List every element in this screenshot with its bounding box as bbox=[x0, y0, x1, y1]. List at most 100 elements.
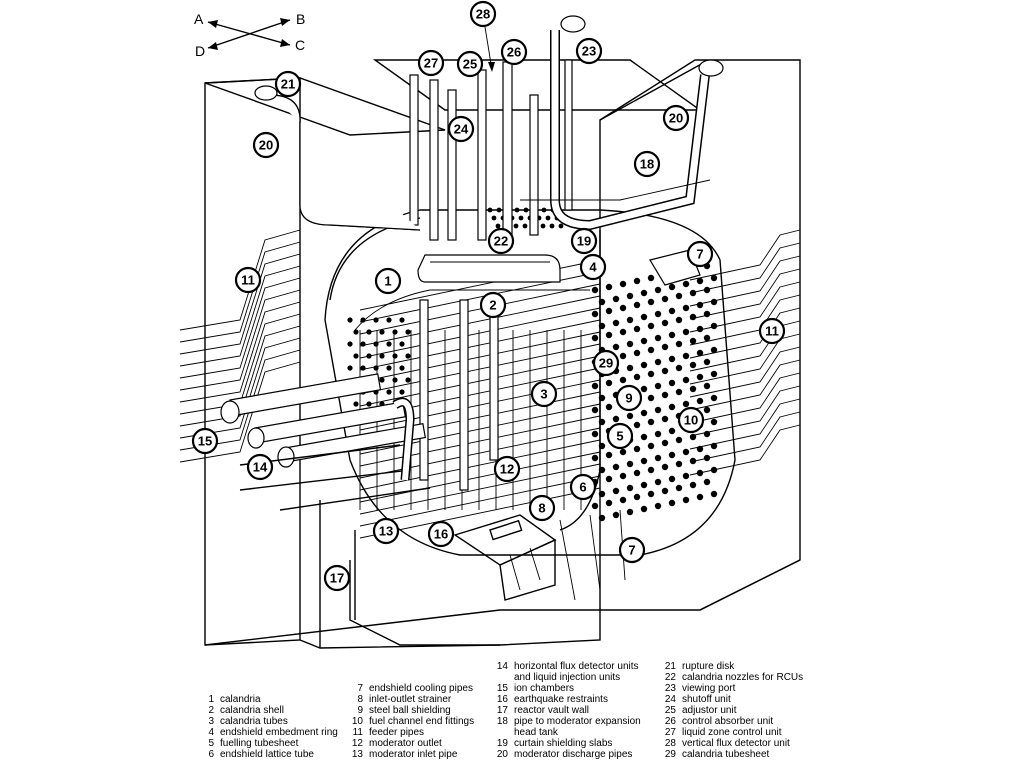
callout-19: 19 bbox=[570, 227, 598, 255]
tubesheet-hole bbox=[640, 433, 648, 441]
svg-text:2: 2 bbox=[489, 298, 496, 313]
tubesheet-hole bbox=[633, 469, 641, 477]
feeder-pipe-right bbox=[689, 294, 801, 346]
tubesheet-hole bbox=[710, 490, 718, 498]
callout-12: 12 bbox=[493, 455, 521, 483]
tubesheet-hole bbox=[710, 418, 718, 426]
tubesheet-hole bbox=[347, 317, 353, 323]
tubesheet-hole bbox=[668, 379, 676, 387]
moderator-discharge-pipes bbox=[254, 15, 724, 231]
feeder-pipe-right bbox=[689, 346, 801, 398]
orientation-compass: A B C D bbox=[194, 11, 305, 59]
tubesheet-hole bbox=[598, 394, 606, 402]
svg-text:1: 1 bbox=[384, 274, 391, 289]
callout-23: 23 bbox=[575, 37, 603, 65]
callout-7-bottom: 7 bbox=[618, 536, 646, 564]
tubesheet-hole bbox=[661, 439, 669, 447]
svg-text:22: 22 bbox=[494, 234, 508, 249]
tubesheet-hole bbox=[619, 304, 627, 312]
tubesheet-hole bbox=[647, 322, 655, 330]
tubesheet-hole bbox=[373, 341, 379, 347]
callout-6: 6 bbox=[569, 473, 597, 501]
tubesheet-hole bbox=[703, 382, 711, 390]
deck-hole bbox=[491, 215, 497, 221]
callout-21: 21 bbox=[274, 70, 302, 98]
tubesheet-hole bbox=[689, 361, 697, 369]
tubesheet-hole bbox=[399, 317, 405, 323]
callout-11-right: 11 bbox=[758, 317, 786, 345]
callout-layer: 1 2 3 4 5 6 7 7 8 9 10 11 11 12 13 14 15… bbox=[191, 0, 786, 592]
svg-text:27: 27 bbox=[424, 56, 438, 71]
callout-15: 15 bbox=[191, 427, 219, 455]
feeder-pipe-right bbox=[689, 242, 801, 294]
tubesheet-hole bbox=[640, 313, 648, 321]
tubesheet-hole bbox=[379, 329, 385, 335]
tubesheet-hole bbox=[591, 454, 599, 462]
callout-16: 16 bbox=[427, 520, 455, 548]
calandria-tube bbox=[359, 427, 601, 479]
tubesheet-hole bbox=[392, 377, 398, 383]
orientation-label-c: C bbox=[295, 37, 305, 53]
tubesheet-hole bbox=[633, 349, 641, 357]
tubesheet-hole bbox=[591, 286, 599, 294]
tubesheet-hole bbox=[347, 341, 353, 347]
tubesheet-hole bbox=[605, 307, 613, 315]
tubesheet-hole bbox=[689, 337, 697, 345]
ion-chambers bbox=[220, 373, 426, 468]
deck-hole bbox=[495, 223, 501, 229]
tubesheet-hole bbox=[386, 389, 392, 395]
callout-17: 17 bbox=[323, 564, 351, 592]
tubesheet-hole bbox=[661, 295, 669, 303]
orientation-label-d: D bbox=[195, 43, 205, 59]
tubesheet-hole bbox=[696, 373, 704, 381]
svg-text:19: 19 bbox=[577, 234, 591, 249]
endshield-cooling-pipes bbox=[559, 249, 701, 601]
tubesheet-hole bbox=[626, 340, 634, 348]
tubesheet-hole bbox=[689, 481, 697, 489]
tubesheet-hole bbox=[703, 406, 711, 414]
svg-text:13: 13 bbox=[379, 524, 393, 539]
tubesheet-hole bbox=[661, 319, 669, 327]
tubesheet-hole bbox=[598, 322, 606, 330]
feeder-pipe-right bbox=[689, 372, 801, 424]
tubesheet-hole bbox=[682, 304, 690, 312]
tubesheet-hole bbox=[640, 505, 648, 513]
tubesheet-hole bbox=[668, 331, 676, 339]
tubesheet-hole bbox=[682, 448, 690, 456]
tubesheet-hole bbox=[405, 377, 411, 383]
svg-text:8: 8 bbox=[538, 501, 545, 516]
svg-text:16: 16 bbox=[434, 527, 448, 542]
callout-2: 2 bbox=[479, 291, 507, 319]
tubesheet-hole bbox=[696, 493, 704, 501]
tubesheet-hole bbox=[661, 343, 669, 351]
tubesheet-hole bbox=[661, 463, 669, 471]
deck-hole bbox=[523, 207, 529, 213]
tubesheet-hole bbox=[710, 394, 718, 402]
tubesheet-hole bbox=[696, 277, 704, 285]
tubesheet-hole bbox=[675, 316, 683, 324]
callout-18: 18 bbox=[633, 150, 661, 178]
feeder-pipe-left bbox=[179, 277, 301, 379]
calandria-tube bbox=[359, 343, 601, 395]
tubesheet-hole bbox=[633, 277, 641, 285]
tubesheet-hole bbox=[647, 370, 655, 378]
tubesheet-hole bbox=[654, 286, 662, 294]
tubesheet-hole bbox=[654, 382, 662, 390]
tubesheet-hole bbox=[689, 385, 697, 393]
tubesheet-hole bbox=[626, 364, 634, 372]
callout-10: 10 bbox=[677, 406, 705, 434]
calandria-tube bbox=[359, 319, 601, 371]
calandria-tube bbox=[359, 415, 601, 467]
tubesheet-hole bbox=[605, 499, 613, 507]
tubesheet-hole bbox=[612, 463, 620, 471]
calandria-tube bbox=[359, 379, 601, 431]
tubesheet-hole bbox=[360, 365, 366, 371]
tubesheet-hole bbox=[640, 337, 648, 345]
tubesheet-hole bbox=[703, 334, 711, 342]
tubesheet-hole bbox=[591, 430, 599, 438]
tubesheet-hole bbox=[703, 478, 711, 486]
tubesheet-hole bbox=[605, 379, 613, 387]
svg-text:17: 17 bbox=[330, 571, 344, 586]
callout-4: 4 bbox=[579, 253, 607, 281]
